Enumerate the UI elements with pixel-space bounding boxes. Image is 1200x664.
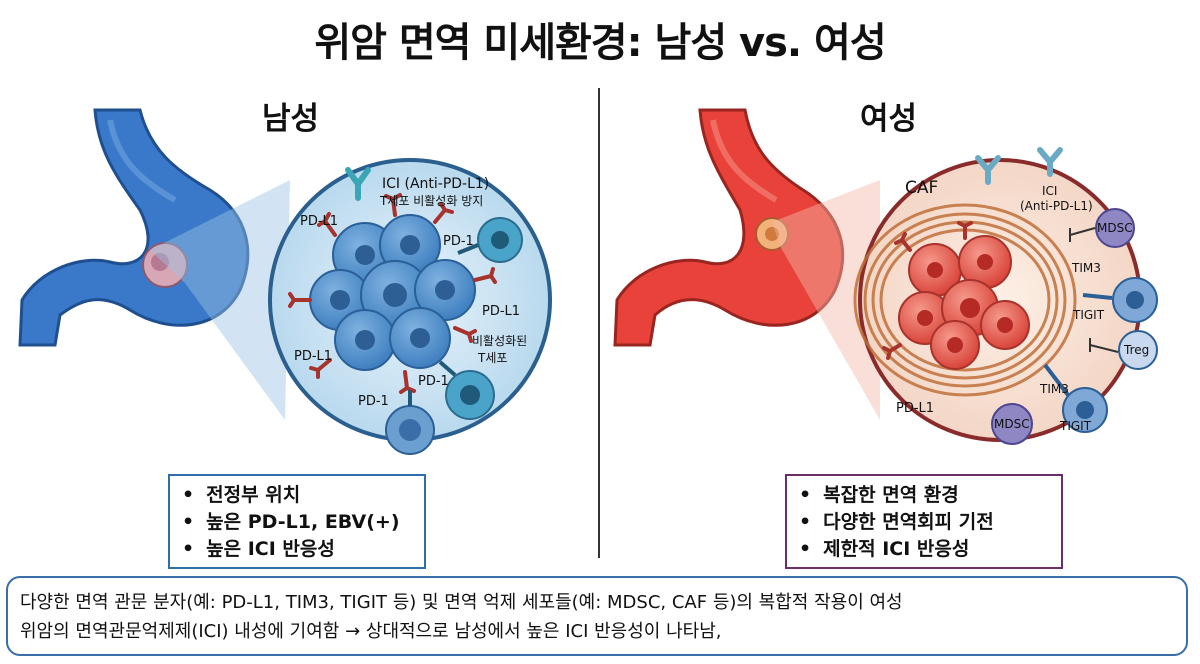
male-tcells <box>385 217 523 455</box>
male-ici-sub-label: T세포 비활성화 방지 <box>379 194 483 208</box>
male-feature-item: 전정부 위치 <box>182 482 412 509</box>
female-tim3-label-2: TIM3 <box>1039 382 1069 396</box>
female-ici-sub-label: (Anti-PD-L1) <box>1020 199 1093 213</box>
male-pd1-label-1: PD-1 <box>443 234 474 249</box>
male-ici-label: ICI (Anti-PD-L1) <box>382 176 489 192</box>
male-zoom-cone <box>150 180 290 420</box>
female-ici-antibody-icons <box>975 147 1063 185</box>
female-pdl1-label: PD-L1 <box>896 401 934 416</box>
female-mdsc-label-2: MDSC <box>994 417 1030 431</box>
male-pd1-label-3: PD-1 <box>358 394 389 409</box>
female-treg-label: Treg <box>1123 343 1149 357</box>
male-stomach <box>18 108 250 347</box>
female-mdsc-label-1: MDSC <box>1097 221 1133 235</box>
male-feature-item: 높은 PD-L1, EBV(+) <box>182 509 412 536</box>
diagram-illustration: ICI (Anti-PD-L1) T세포 비활성화 방지 PD-L1 PD-L1… <box>18 108 1158 455</box>
female-tigit-label-2: TIGIT <box>1059 419 1092 433</box>
female-feature-item: 제한적 ICI 반응성 <box>799 536 1049 563</box>
male-ici-antibody-icon <box>345 167 371 201</box>
female-heading: 여성 <box>860 101 918 137</box>
female-ici-label: ICI <box>1042 184 1057 198</box>
female-tim3-label-1: TIM3 <box>1071 261 1101 275</box>
summary-box: 다양한 면역 관문 분자(예: PD-L1, TIM3, TIGIT 등) 및 … <box>6 576 1188 656</box>
female-stomach <box>613 108 845 347</box>
female-caf-label: CAF <box>905 178 938 198</box>
male-inactive-tcell-label-2: T세포 <box>477 351 507 365</box>
male-feature-item: 높은 ICI 반응성 <box>182 536 412 563</box>
male-pdl1-label-1: PD-L1 <box>300 214 338 229</box>
male-pdl1-label-3: PD-L1 <box>294 349 332 364</box>
male-heading: 남성 <box>262 101 320 137</box>
male-tumor-cluster <box>309 214 476 371</box>
male-feature-box: 전정부 위치 높은 PD-L1, EBV(+) 높은 ICI 반응성 <box>168 474 426 569</box>
male-pd1-label-2: PD-1 <box>418 374 449 389</box>
female-tigit-label-1: TIGIT <box>1072 308 1105 322</box>
column-divider <box>598 88 600 558</box>
female-feature-item: 다양한 면역회피 기전 <box>799 509 1049 536</box>
male-pdl1-receptors <box>288 193 497 394</box>
female-feature-box: 복잡한 면역 환경 다양한 면역회피 기전 제한적 ICI 반응성 <box>785 474 1063 569</box>
female-pdl1-receptors <box>882 221 973 360</box>
summary-line-2: 위암의 면역관문억제제(ICI) 내성에 기여함 → 상대적으로 남성에서 높은… <box>20 621 722 642</box>
female-tumor-cluster <box>898 235 1030 370</box>
female-immune-cells <box>991 208 1158 445</box>
summary-line-1: 다양한 면역 관문 분자(예: PD-L1, TIM3, TIGIT 등) 및 … <box>20 592 903 613</box>
female-zoom-cone <box>772 180 880 420</box>
male-pdl1-label-2: PD-L1 <box>482 304 520 319</box>
male-inactive-tcell-label-1: 비활성화된 <box>472 334 527 348</box>
female-feature-item: 복잡한 면역 환경 <box>799 482 1049 509</box>
page-title: 위암 면역 미세환경: 남성 vs. 여성 <box>314 20 886 66</box>
